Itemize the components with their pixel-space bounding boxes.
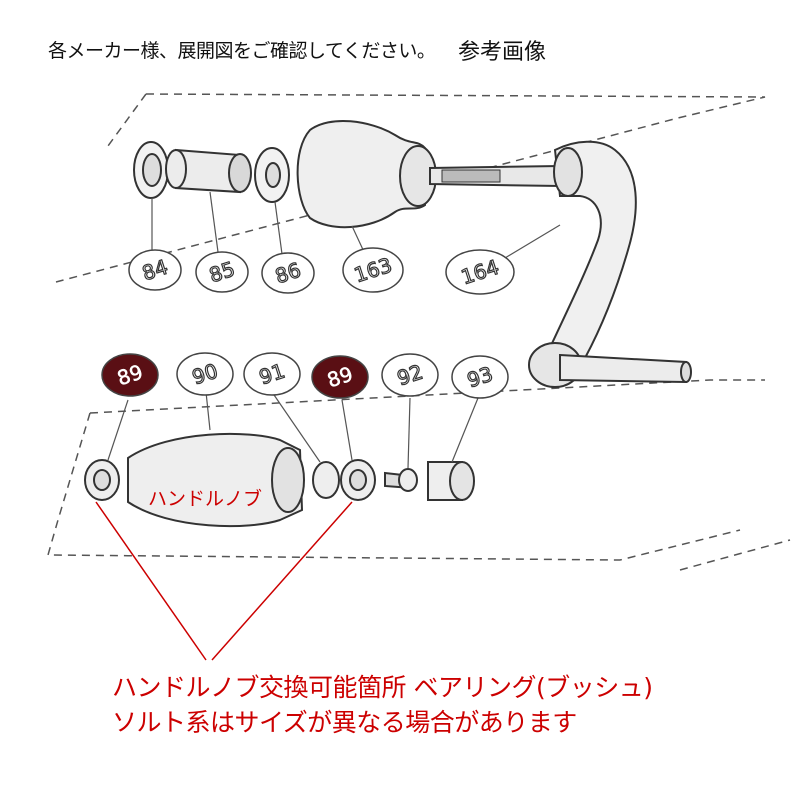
header-note: 各メーカー様、展開図をご確認してください。 [48,40,436,62]
part-number-text: 164 [458,255,502,290]
bottom-frame-bearings [84,432,475,528]
part-84-nut [133,141,169,199]
part-bubble-86: 86 [261,252,315,294]
top-frame [55,93,766,283]
part-bubble-89: 89 [311,355,369,399]
bottom-leader-lines [107,391,479,469]
part-bubble-91: 91 [243,352,301,396]
handle-knob-label: ハンドルノブ [148,488,263,510]
part-85-spacer [165,148,252,194]
part-bubble-163: 163 [342,247,404,293]
top-part-bubbles: 84 85 86 163 164 [128,247,515,295]
bottom-frame [47,379,791,571]
part-bubble-92: 92 [381,353,439,397]
part-164-crank-handle [429,140,692,388]
annotation-lines [95,501,353,661]
part-163-handle-knob-top [296,119,437,229]
caption-line-2: ソルト系はサイズが異なる場合があります [112,708,577,737]
part-bubble-93: 93 [451,355,509,399]
part-bubble-164: 164 [445,249,515,295]
caption-line-1: ハンドルノブ交換可能箇所 ベアリング(ブッシュ) [112,673,653,702]
reference-image-label: 参考画像 [458,40,547,65]
part-bubble-84: 84 [128,249,182,291]
part-86-washer [254,147,290,203]
part-bubble-89: 89 [101,353,159,397]
part-bubble-90: 90 [176,352,234,396]
part-bubble-85: 85 [195,251,249,293]
